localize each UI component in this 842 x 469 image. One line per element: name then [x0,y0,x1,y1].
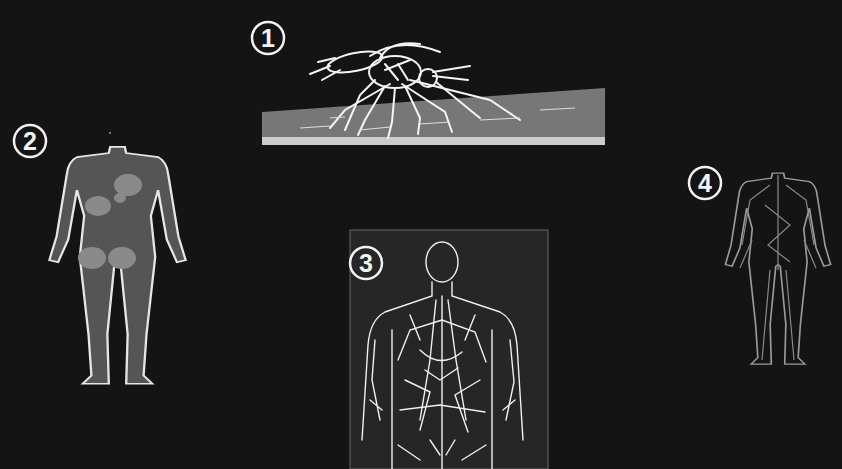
skin-slab [262,88,605,138]
callout-number: 1 [251,21,285,55]
callout-number: 4 [688,166,722,200]
vascular-body [725,173,830,364]
vascular-torso [350,230,548,469]
skin-edge [262,137,605,145]
mosquito-symbol [310,43,520,138]
callout-number: 3 [349,246,383,280]
patch [78,174,142,269]
callout-number: 2 [13,124,47,158]
mosquito-on-skin [262,43,605,145]
human-figure [49,132,185,384]
callout-circle [14,22,721,279]
skin-texture [300,108,575,130]
